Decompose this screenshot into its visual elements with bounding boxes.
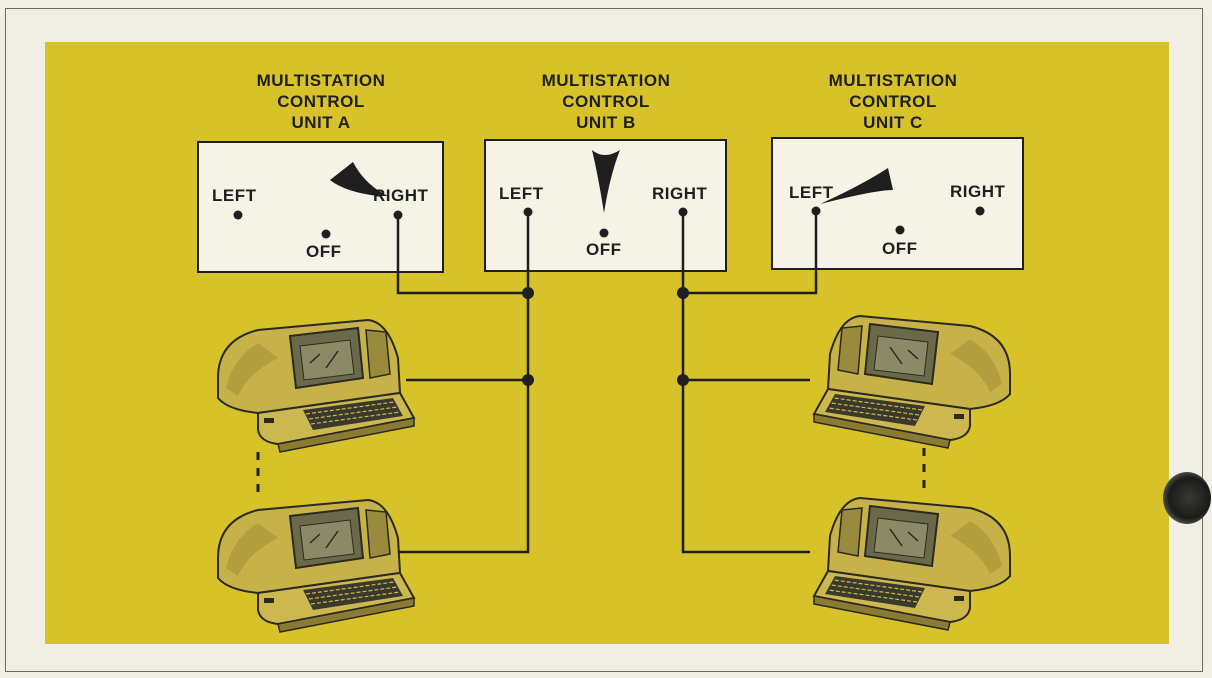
- unit-c-off-label: OFF: [882, 239, 918, 258]
- unit-b-title-line1: MULTISTATION: [541, 71, 671, 90]
- unit-b-left-label: LEFT: [499, 184, 544, 203]
- unit-c-title-line3: UNIT C: [863, 113, 923, 132]
- unit-a-title: MULTISTATION CONTROL UNIT A: [211, 70, 431, 133]
- unit-b-switch-pointer: [592, 150, 620, 213]
- right-terminal-top: [814, 316, 1010, 448]
- unit-b-right-label: RIGHT: [652, 184, 708, 203]
- unit-a-right-label: RIGHT: [373, 186, 429, 205]
- switch-posts: [233, 206, 985, 239]
- control-unit-c-box: [771, 137, 1024, 270]
- unit-a-off-label: OFF: [306, 242, 342, 261]
- unit-a-title-line3: UNIT A: [291, 113, 351, 132]
- unit-b-title-line3: UNIT B: [576, 113, 636, 132]
- unit-c-title-line2: CONTROL: [849, 92, 937, 111]
- unit-b-title-line2: CONTROL: [562, 92, 650, 111]
- unit-c-right-label: RIGHT: [950, 182, 1006, 201]
- wiring: [396, 212, 818, 554]
- unit-a-title-line2: CONTROL: [277, 92, 365, 111]
- unit-b-title: MULTISTATION CONTROL UNIT B: [496, 70, 716, 133]
- right-terminal-bottom: [814, 498, 1010, 630]
- unit-c-switch-pointer: [820, 168, 893, 204]
- left-terminal-bottom: [217, 499, 415, 633]
- unit-b-off-label: OFF: [586, 240, 622, 259]
- unit-a-title-line1: MULTISTATION: [256, 71, 386, 90]
- binder-hole: [1163, 472, 1211, 524]
- unit-a-left-label: LEFT: [212, 186, 257, 205]
- unit-c-title-line1: MULTISTATION: [828, 71, 958, 90]
- unit-c-left-label: LEFT: [789, 183, 834, 202]
- control-unit-a-box: [197, 141, 444, 273]
- left-terminal-top: [217, 319, 415, 453]
- unit-a-switch-pointer: [330, 162, 388, 196]
- unit-c-title: MULTISTATION CONTROL UNIT C: [783, 70, 1003, 133]
- junctions: [522, 287, 689, 386]
